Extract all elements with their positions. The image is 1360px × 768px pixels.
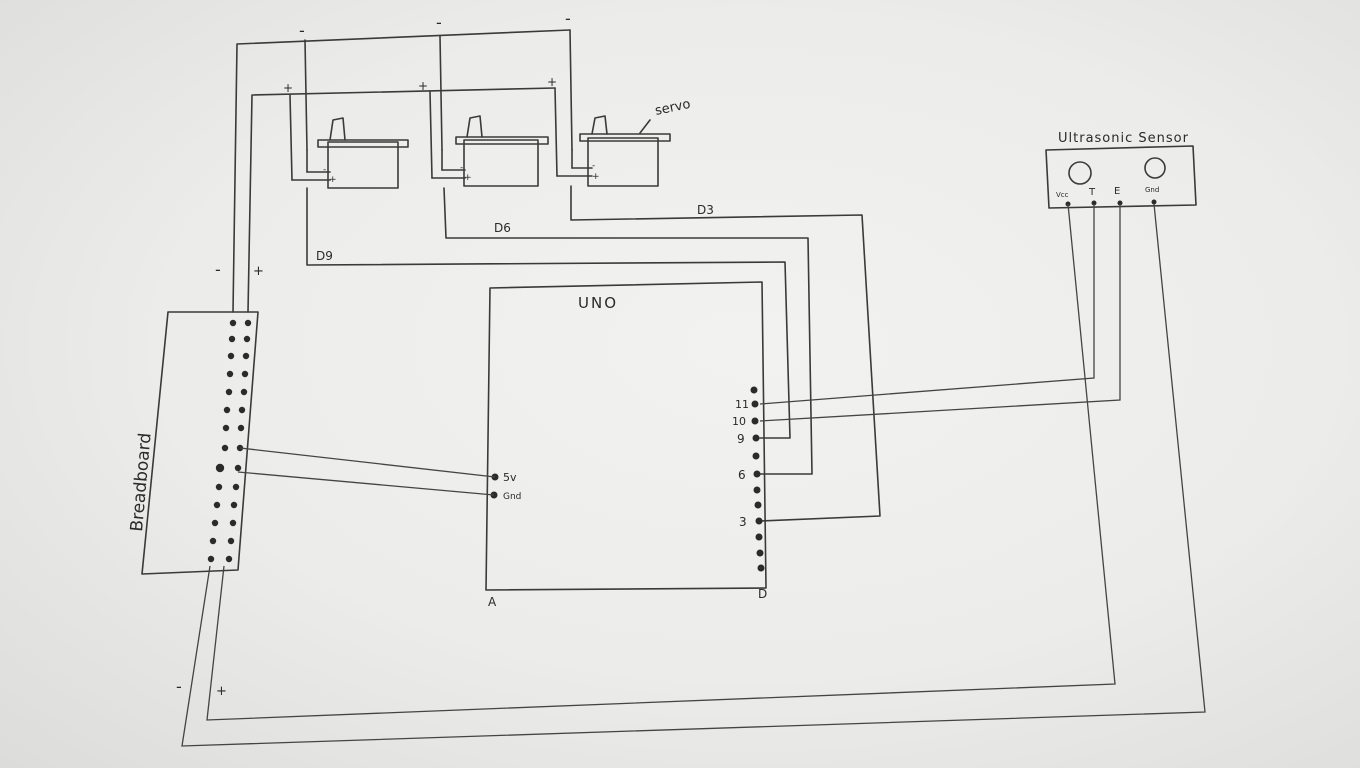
pin-11-label: 11: [735, 398, 749, 411]
sensor-gnd-label: Gnd: [1145, 186, 1159, 194]
servo-2-plus: +: [464, 173, 472, 183]
arduino-uno-board: [485, 281, 767, 591]
pin-10-label: 10: [732, 415, 746, 428]
sensor-echo-label: E: [1114, 186, 1120, 197]
pin-5v-label: 5v: [503, 471, 517, 484]
breadboard-minus-label: -: [215, 260, 221, 279]
pin-3-label: 3: [739, 515, 747, 529]
rail-minus-label-2: -: [436, 13, 442, 32]
bottom-plus-label: +: [216, 684, 227, 699]
breadboard-plus-label: +: [253, 264, 264, 279]
breadboard-label: Breadboard: [127, 432, 156, 532]
uno-digital-side-label: D: [758, 587, 767, 601]
bottom-minus-label: -: [176, 677, 182, 696]
breadboard-holes: [207, 319, 252, 563]
sensor-trig-label: T: [1088, 187, 1096, 198]
rail-plus-label-1: +: [283, 81, 293, 95]
wire-d6-label: D6: [494, 221, 511, 235]
wire-d9-label: D9: [316, 249, 333, 263]
sensor-wires: [181, 203, 1206, 747]
servo-3-plus: +: [592, 172, 600, 182]
wire-5v: [239, 447, 496, 478]
servo-3: - +: [579, 115, 671, 187]
uno-digital-pins: [750, 386, 765, 572]
servo-power-rails: [232, 29, 593, 313]
uno-title: UNO: [578, 294, 618, 312]
pin-gnd-label: Gnd: [503, 492, 521, 502]
rail-plus-label-3: +: [547, 75, 557, 89]
signal-wires: [306, 185, 881, 522]
ultrasonic-title: Ultrasonic Sensor: [1058, 131, 1189, 146]
servo-label: servo: [654, 97, 692, 119]
rail-minus-label-1: -: [299, 21, 305, 40]
servo-1-plus: +: [329, 175, 337, 185]
uno-analog-side-label: A: [488, 595, 497, 609]
servo-1: - +: [317, 117, 409, 189]
pin-6-label: 6: [738, 468, 746, 482]
servo-2-minus: -: [460, 163, 463, 173]
breadboard: [141, 311, 259, 575]
wire-d3-label: D3: [697, 203, 714, 217]
servo-2: - +: [455, 115, 549, 187]
servo-3-minus: -: [592, 161, 595, 171]
wire-gnd: [237, 471, 495, 496]
pin-9-label: 9: [737, 432, 745, 446]
ultrasonic-sensor: [1045, 145, 1197, 209]
sensor-vcc-label: Vcc: [1056, 191, 1069, 199]
servo-1-minus: -: [323, 165, 326, 175]
rail-plus-label-2: +: [418, 79, 428, 93]
rail-minus-label-3: -: [565, 9, 571, 28]
